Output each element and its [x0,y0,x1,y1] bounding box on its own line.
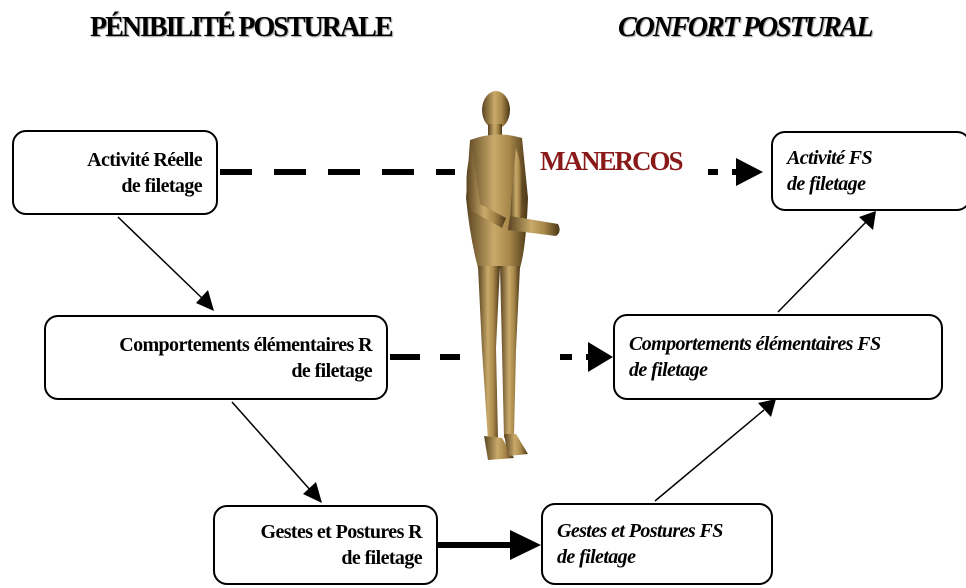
box-comportements-r-line1: Comportements élémentaires R [119,333,372,356]
box-gestes-r-line2: de filetage [341,547,422,569]
arrowhead-comport-r [196,290,214,311]
box-activite-fs-line1: Activité FS [787,147,873,169]
arrowhead-gestes-fs [510,530,541,560]
box-comportements-r: Comportements élémentaires R de filetage [44,315,388,400]
box-comportements-fs-line2: de filetage [629,359,708,381]
arrowhead-gestes-r [303,482,322,503]
right-column-heading: CONFORT POSTURAL [618,12,873,43]
box-gestes-r-line1: Gestes et Postures R [260,521,423,543]
arrowhead-comport-fs-up [758,399,776,417]
box-gestes-fs: Gestes et Postures FS de filetage [541,503,773,585]
arrowhead-comport-fs [588,342,613,372]
arrow-line-gestes-fs-to-comport-fs [654,409,765,502]
mannequin-figure [466,91,560,460]
box-activite-reelle-line1: Activité Réelle [87,148,202,171]
box-gestes-fs-line1: Gestes et Postures FS [557,520,723,542]
mannequin-body [466,91,560,460]
box-comportements-fs-line1: Comportements élémentaires FS [629,333,881,355]
box-activite-fs-line2: de filetage [787,173,866,195]
arrowhead-activite-fs-up [859,211,876,230]
box-activite-reelle-line2: de filetage [121,174,202,197]
left-column-heading: PÉNIBILITÉ POSTURALE [90,12,394,43]
manercos-label: MANERCOS [540,146,684,176]
box-activite-reelle: Activité Réelle de filetage [12,130,218,215]
arrow-line-activite-to-comport [117,216,205,301]
arrow-line-comport-to-gestes [231,401,313,493]
arrow-line-comport-fs-to-activite-fs [777,221,867,313]
box-gestes-fs-line2: de filetage [557,546,636,568]
box-activite-fs: Activité FS de filetage [771,131,966,211]
box-gestes-r: Gestes et Postures R de filetage [213,505,438,585]
arrowhead-activite-fs [736,158,763,186]
box-comportements-fs: Comportements élémentaires FS de filetag… [613,314,943,400]
box-comportements-r-line2: de filetage [291,359,372,382]
